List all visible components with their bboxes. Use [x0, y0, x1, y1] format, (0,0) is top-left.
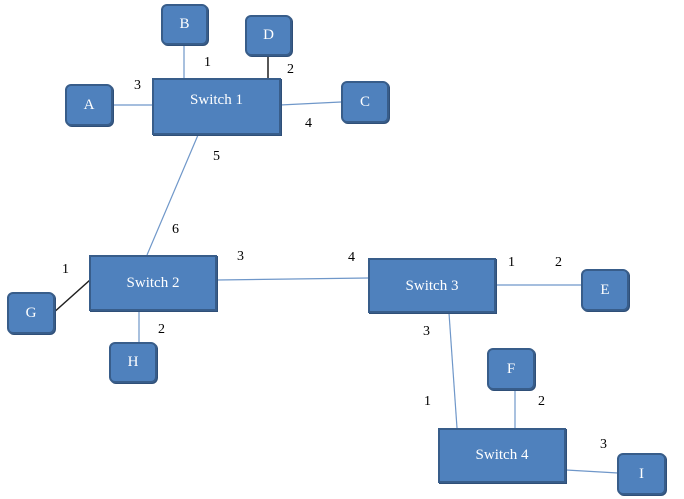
host-f-label: F — [506, 360, 516, 377]
switch-1: Switch 1 — [152, 78, 281, 135]
port-label-s4-s3: 1 — [424, 394, 431, 409]
host-h-label: H — [127, 354, 139, 370]
host-c: C — [341, 81, 389, 123]
host-d-label: D — [263, 27, 274, 43]
link-switch1-c — [279, 101, 342, 106]
port-label-s1-a: 3 — [134, 78, 141, 93]
port-label-s3-e2: 2 — [555, 255, 562, 270]
host-f: F — [487, 348, 535, 390]
host-c-label: C — [359, 93, 370, 110]
port-label-s3-s2: 4 — [348, 250, 355, 265]
host-e-label: E — [600, 281, 610, 298]
port-label-s1-c: 4 — [305, 116, 312, 131]
link-switch3-switch4 — [448, 312, 458, 429]
link-switch4-i — [565, 469, 619, 474]
switch-4: Switch 4 — [438, 428, 566, 483]
switch-3-label: Switch 3 — [405, 278, 459, 294]
host-b-label: B — [179, 16, 190, 32]
link-switch1-switch2 — [146, 134, 199, 256]
host-a-label: A — [83, 96, 95, 113]
host-g-label: G — [25, 304, 37, 321]
port-label-s3-e1: 1 — [508, 255, 515, 270]
host-a: A — [65, 84, 113, 126]
port-label-s2-g: 1 — [62, 262, 69, 277]
port-label-s3-s4: 3 — [423, 324, 430, 339]
host-i-label: I — [639, 465, 644, 482]
link-switch2-g — [51, 279, 91, 315]
host-i: I — [617, 453, 666, 495]
port-label-s2-s3: 3 — [237, 249, 244, 264]
host-e: E — [581, 269, 629, 311]
host-h: H — [109, 342, 157, 383]
port-label-s4-i: 3 — [600, 437, 607, 452]
port-label-s4-f: 2 — [538, 394, 545, 409]
switch-2-label: Switch 2 — [126, 275, 180, 291]
port-label-s1-b: 1 — [204, 55, 211, 70]
port-label-s1-s2: 5 — [213, 149, 220, 164]
port-label-s2-s1: 6 — [172, 222, 179, 237]
port-label-s1-d: 2 — [287, 62, 294, 77]
host-g: G — [7, 292, 55, 334]
port-label-s2-h: 2 — [158, 322, 165, 337]
host-b: B — [161, 4, 208, 45]
switch-2: Switch 2 — [89, 255, 217, 311]
switch-3: Switch 3 — [368, 258, 496, 313]
host-d: D — [245, 15, 292, 56]
switch-1-label: Switch 1 — [190, 92, 243, 108]
switch-4-label: Switch 4 — [475, 447, 529, 463]
link-switch2-switch3 — [216, 277, 369, 281]
